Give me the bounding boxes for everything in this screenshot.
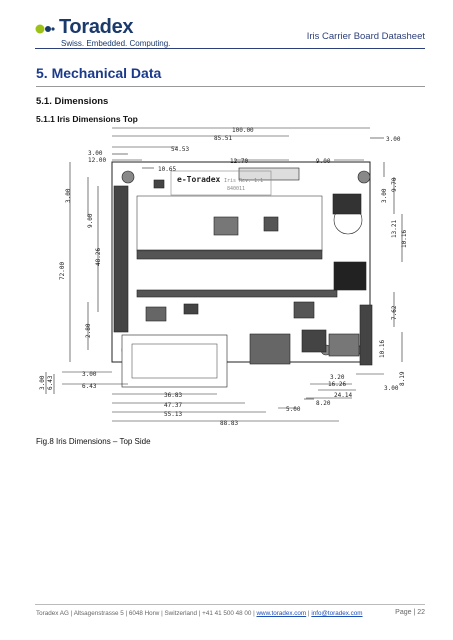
footer-divider — [35, 604, 425, 605]
dimension-label: 3.20 — [330, 374, 345, 381]
dimension-label: 47.37 — [164, 402, 182, 409]
dimension-label: 6.43 — [47, 375, 54, 390]
db-shell — [131, 343, 218, 379]
dimension-label: 5.00 — [286, 406, 301, 413]
db-connector — [121, 334, 228, 388]
dimension-label: 13.21 — [391, 220, 398, 238]
board-outline — [111, 161, 371, 363]
footer-separator: | — [306, 610, 312, 617]
dimension-label: 12.00 — [88, 157, 106, 164]
logo-wordmark: Toradex — [59, 16, 134, 38]
document-title: Iris Carrier Board Datasheet — [306, 31, 425, 42]
dimension-label: 36.83 — [164, 392, 182, 399]
dimension-label: 10.65 — [158, 166, 176, 173]
dimension-label: 3.00 — [386, 136, 401, 143]
dimension-label: 16.26 — [328, 381, 346, 388]
component — [153, 179, 165, 189]
component — [293, 301, 315, 319]
dimension-label: 55.13 — [164, 411, 182, 418]
board-code: 840011 — [227, 186, 245, 192]
dimension-label: 24.14 — [334, 392, 352, 399]
dimension-label: 3.00 — [39, 375, 46, 390]
dimension-label: 54.53 — [171, 146, 189, 153]
mechanical-drawing: e-Toradex Iris Rev. 1.1 840011 100.00 85… — [39, 127, 408, 427]
bottom-component — [249, 333, 291, 365]
dimension-label: 9.00 — [316, 158, 331, 165]
module-connector — [136, 249, 323, 260]
logo-tagline: Swiss. Embedded. Computing. — [61, 39, 171, 48]
dimension-label: 88.83 — [220, 420, 238, 427]
dimension-label: 10.16 — [379, 340, 386, 358]
dimension-label: 8.19 — [399, 371, 406, 386]
dimension-label: 3.00 — [65, 188, 72, 203]
figure-caption: Fig.8 Iris Dimensions – Top Side — [36, 437, 151, 446]
mounting-hole — [357, 170, 371, 184]
header-divider — [35, 48, 425, 49]
usb-connector — [333, 261, 367, 291]
footer-website-link[interactable]: www.toradex.com — [256, 610, 307, 617]
dimension-label: 72.00 — [59, 262, 66, 280]
bottom-component — [301, 329, 327, 353]
right-pin-header — [359, 304, 373, 366]
dimension-label: 3.00 — [88, 150, 103, 157]
dimension-label: 10.16 — [401, 230, 408, 248]
lower-connector — [136, 289, 338, 298]
dimension-label: 7.62 — [391, 305, 398, 320]
bottom-component — [328, 333, 360, 357]
section-divider — [36, 86, 425, 87]
footer-email-link[interactable]: info@toradex.com — [311, 610, 363, 617]
board-label-box — [170, 170, 272, 196]
subsection-heading: 5.1. Dimensions — [36, 96, 109, 107]
section-heading: 5. Mechanical Data — [36, 65, 162, 81]
dimension-label: 9.70 — [391, 177, 398, 192]
dimension-label: 85.51 — [214, 135, 232, 142]
page-number: Page | 22 — [395, 609, 425, 616]
dimension-label: 6.43 — [82, 383, 97, 390]
subsubsection-heading: 5.1.1 Iris Dimensions Top — [36, 114, 138, 124]
component — [263, 216, 279, 232]
footer-contact: Toradex AG | Altsagenstrasse 5 | 6048 Ho… — [36, 610, 363, 617]
dimension-label: 3.00 — [384, 385, 399, 392]
component — [145, 306, 167, 322]
right-connector — [332, 193, 362, 215]
toradex-logo: Toradex Swiss. Embedded. Computing. — [35, 14, 170, 54]
board-rev: Iris Rev. 1.1 — [224, 178, 263, 184]
dimension-label: 8.20 — [316, 400, 331, 407]
mounting-hole — [121, 170, 135, 184]
dimension-label: 3.00 — [381, 188, 388, 203]
dimension-label: 48.26 — [95, 248, 102, 266]
module-outline — [136, 195, 323, 252]
toradex-logo-icon — [35, 24, 55, 34]
dimension-label: 9.00 — [87, 213, 94, 228]
dimension-label: 12.70 — [230, 158, 248, 165]
board-label: e-Toradex — [177, 175, 221, 184]
dimension-label: 2.80 — [85, 323, 92, 338]
left-pin-header — [113, 185, 129, 333]
footer-company: Toradex AG | Altsagenstrasse 5 | 6048 Ho… — [36, 610, 257, 617]
dimension-label: 3.00 — [82, 371, 97, 378]
dimension-label: 100.00 — [232, 127, 254, 134]
component — [183, 303, 199, 315]
component — [213, 216, 239, 236]
